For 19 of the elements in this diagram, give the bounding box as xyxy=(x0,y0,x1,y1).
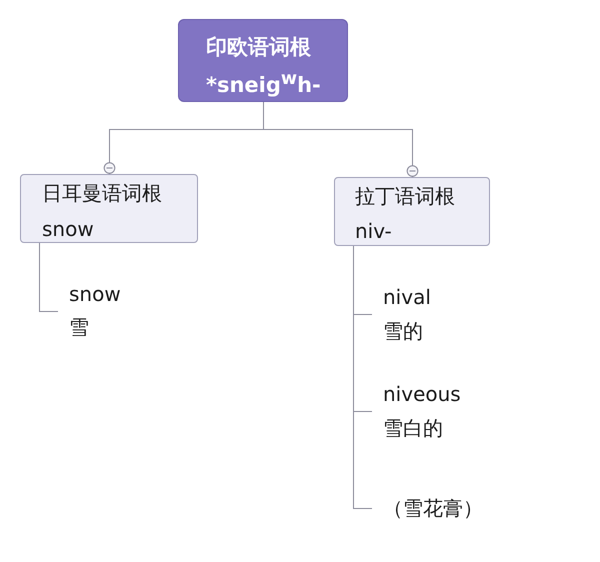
connector-line xyxy=(39,242,58,312)
word-text: niveous xyxy=(383,381,461,408)
word-text: nival xyxy=(383,284,431,311)
branch-heading: 日耳曼语词根 xyxy=(42,180,162,207)
branch-term: snow xyxy=(42,216,94,243)
meaning-text: 雪 xyxy=(69,314,89,341)
meaning-text: 雪白的 xyxy=(383,415,443,442)
meaning-text: （雪花膏） xyxy=(383,495,483,522)
connector-line xyxy=(353,246,372,509)
branch-heading: 拉丁语词根 xyxy=(355,183,455,210)
root-node xyxy=(178,19,348,102)
word-text: snow xyxy=(69,281,121,308)
meaning-text: 雪的 xyxy=(383,318,423,345)
root-term: *sneig$^{w}$h- xyxy=(206,68,321,95)
branch-node xyxy=(334,177,490,246)
root-heading: 印欧语词根 xyxy=(206,34,311,61)
branch-node xyxy=(20,174,198,243)
branch-term: niv- xyxy=(355,218,392,245)
connector-line xyxy=(263,102,418,178)
